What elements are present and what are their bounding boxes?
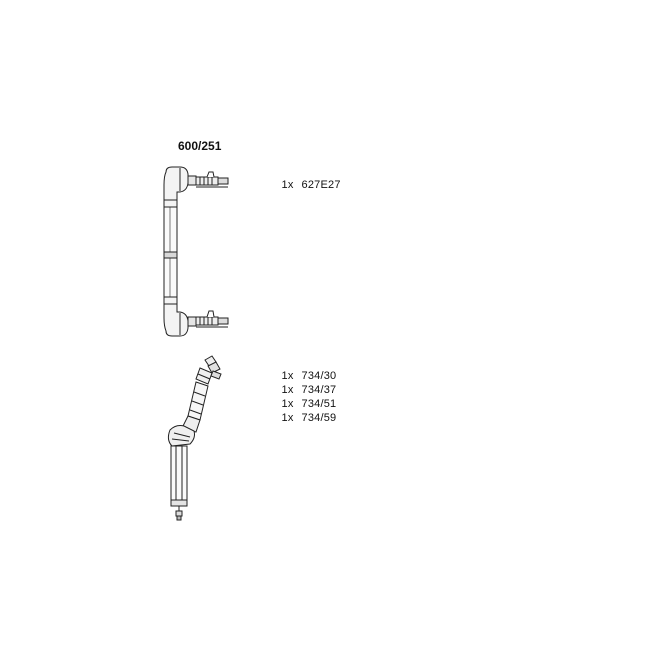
upper-cable-body	[163, 206, 178, 298]
lower-cable-elbow	[167, 425, 195, 447]
part-line-lower-2: 1x 734/51	[275, 386, 337, 410]
part-qty: 1x	[281, 179, 294, 191]
part-qty: 1x	[281, 370, 294, 382]
part-code: 734/30	[301, 370, 337, 382]
lower-cable-tip	[175, 506, 183, 521]
part-code: 734/59	[301, 412, 337, 424]
lower-cable-top-connector	[195, 355, 222, 385]
part-line-lower-1: 1x 734/37	[275, 372, 337, 396]
part-line-lower-3: 1x 734/59	[275, 400, 337, 424]
lower-cable-boot	[181, 381, 209, 433]
upper-cable-bottom-boot	[163, 296, 189, 337]
kit-number: 600/251	[178, 139, 222, 153]
part-code: 734/51	[301, 398, 337, 410]
upper-cable-top-terminal	[187, 171, 229, 188]
part-qty: 1x	[281, 398, 294, 410]
part-code: 627E27	[301, 179, 341, 191]
part-line-upper-0: 1x 627E27	[275, 167, 341, 191]
part-qty: 1x	[281, 384, 294, 396]
upper-cable-bottom-terminal	[187, 310, 229, 328]
part-code: 734/37	[301, 384, 337, 396]
upper-cable-top-boot	[163, 166, 189, 208]
part-line-lower-0: 1x 734/30	[275, 358, 337, 382]
part-qty: 1x	[281, 412, 294, 424]
lower-cable-body	[170, 445, 188, 507]
